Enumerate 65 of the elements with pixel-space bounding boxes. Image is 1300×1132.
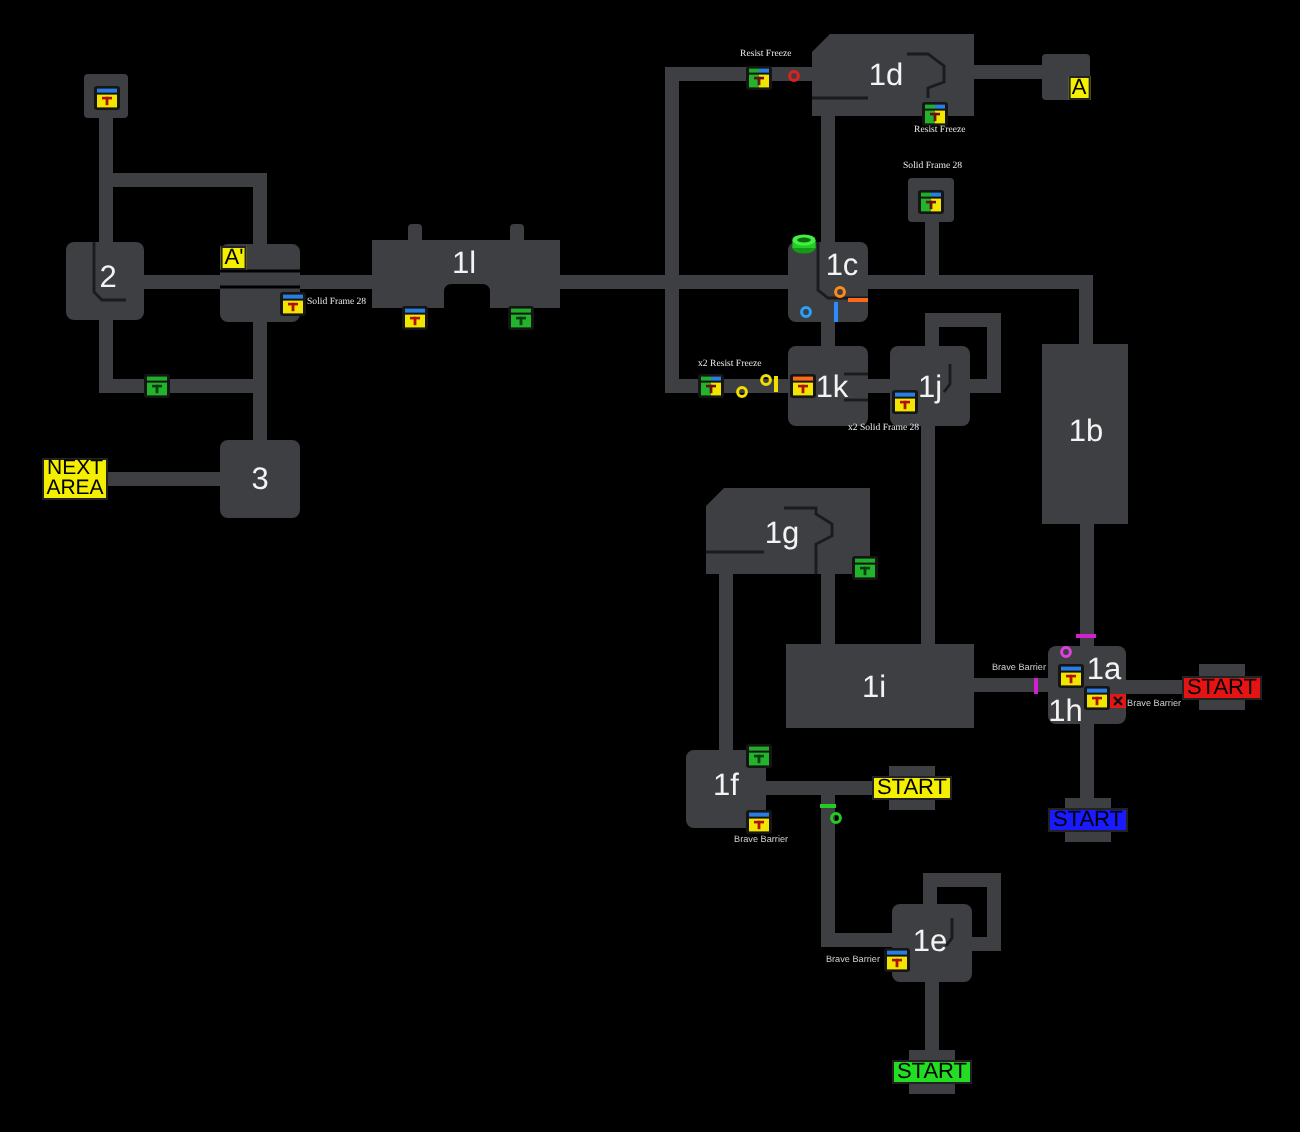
start-platform xyxy=(872,766,952,810)
corridor xyxy=(923,873,1001,951)
room-label: 1d xyxy=(868,60,904,92)
corridor xyxy=(974,678,1048,692)
corridor xyxy=(1080,724,1094,798)
start-platform xyxy=(892,1050,972,1094)
map-room xyxy=(1042,344,1128,524)
map-room xyxy=(66,242,144,320)
start-label: START xyxy=(1048,808,1128,832)
corridor xyxy=(253,322,267,440)
corridor xyxy=(300,275,372,289)
room-label: 1f xyxy=(713,770,739,802)
map-room xyxy=(892,904,972,982)
room-label: 1g xyxy=(764,518,800,550)
map-room xyxy=(786,644,974,728)
map-room xyxy=(890,346,970,426)
corridor xyxy=(925,982,939,1050)
corridor xyxy=(821,116,835,242)
map-room xyxy=(788,242,868,322)
room-label: 1e xyxy=(912,926,948,958)
exit-label: NEXT AREA xyxy=(42,458,108,500)
map-room xyxy=(706,488,870,574)
room-label: 1j xyxy=(917,372,943,404)
start-label: START xyxy=(892,1060,972,1084)
room-label: 1h xyxy=(1048,696,1083,728)
corridor xyxy=(821,322,835,346)
room-label: 2 xyxy=(99,262,117,294)
room-label: 1a xyxy=(1086,654,1122,686)
corridor xyxy=(108,472,220,486)
map-room xyxy=(788,346,868,426)
start-platform xyxy=(1182,664,1262,710)
room-label: 1b xyxy=(1068,416,1104,448)
corridor xyxy=(719,574,733,750)
start-label: START xyxy=(1182,675,1262,699)
room-label: 1k xyxy=(815,372,849,404)
room-label: 1c xyxy=(825,250,859,282)
corridor xyxy=(925,313,1001,393)
map-room xyxy=(220,244,300,322)
corridor xyxy=(821,574,835,644)
corridor xyxy=(1126,680,1182,694)
corridor xyxy=(921,426,935,644)
corridor xyxy=(113,173,267,244)
room-label: 3 xyxy=(251,464,269,496)
corridor xyxy=(665,289,788,393)
room-label: 1i xyxy=(861,672,887,704)
corridor xyxy=(821,795,892,947)
corridor xyxy=(868,379,890,393)
corridor xyxy=(925,222,939,275)
area-link-label: A xyxy=(1067,75,1091,99)
corridor xyxy=(974,65,1042,79)
corridor xyxy=(144,275,220,289)
map-room xyxy=(1042,54,1090,100)
corridor xyxy=(766,781,872,795)
corridor xyxy=(665,67,812,275)
map-room xyxy=(220,440,300,518)
start-label: START xyxy=(872,776,952,800)
map-room xyxy=(812,34,974,116)
map-room xyxy=(372,224,560,308)
corridor xyxy=(560,275,788,289)
room-label: 1l xyxy=(451,248,477,280)
corridor xyxy=(1080,524,1094,646)
corridor xyxy=(99,118,113,242)
corridor xyxy=(99,320,253,393)
area-link-label: A' xyxy=(220,245,248,269)
start-platform xyxy=(1048,798,1128,842)
